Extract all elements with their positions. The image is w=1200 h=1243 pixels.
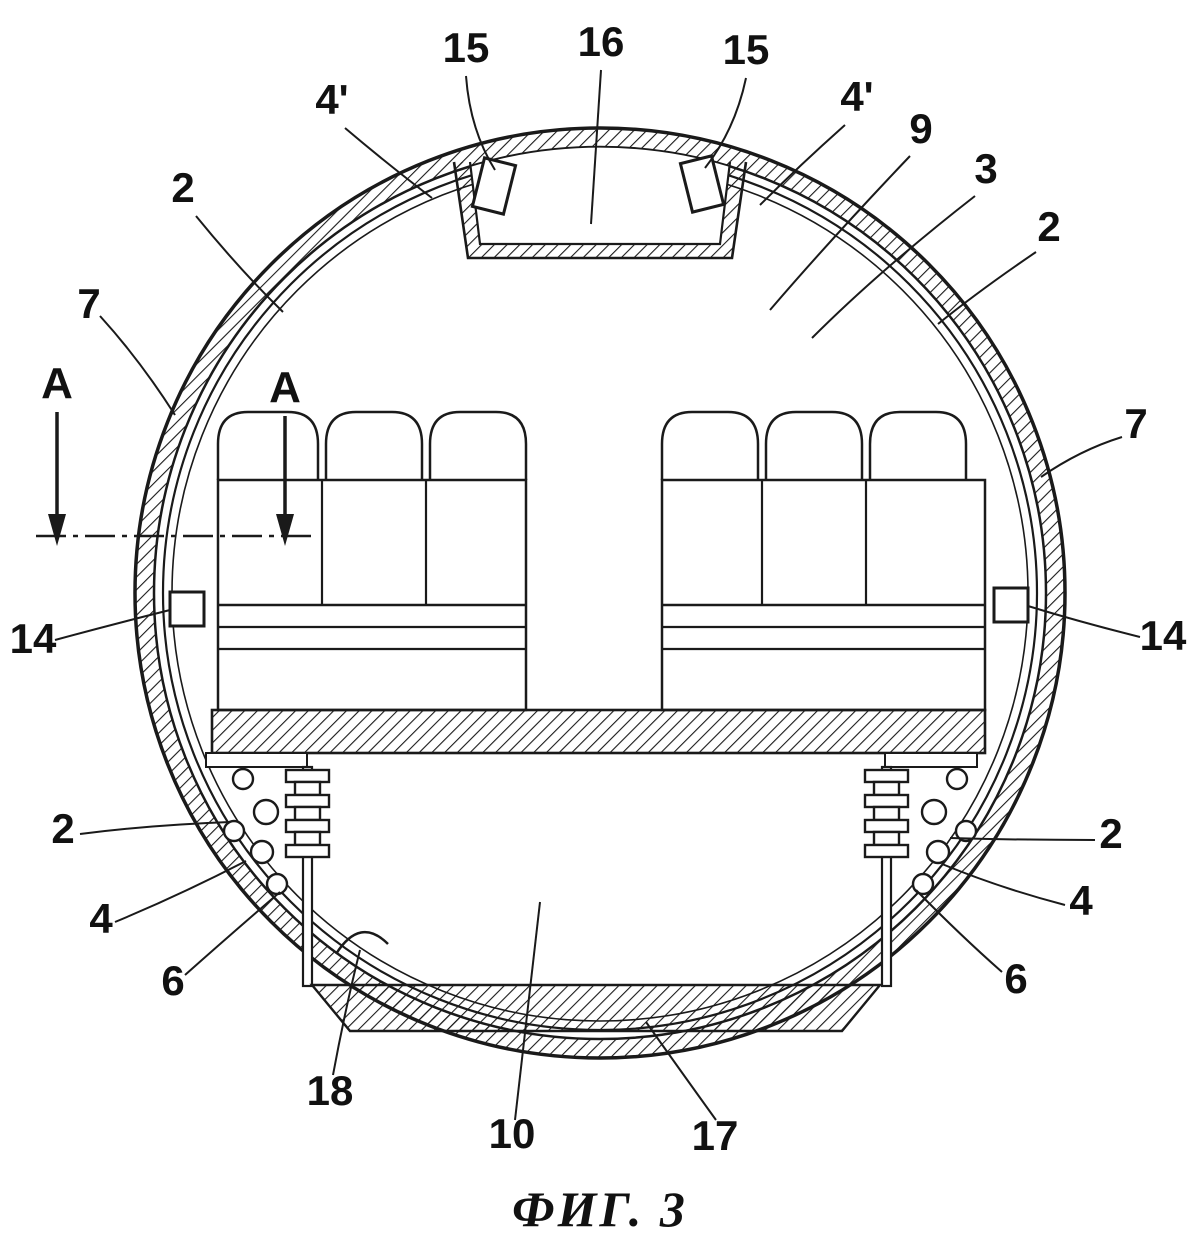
ref-label-15-right: 15: [723, 26, 770, 73]
section-arrow-right: [276, 514, 294, 546]
seat-block-right: [660, 478, 987, 712]
side-fitting-right: [992, 586, 1030, 624]
leader-lines: [54, 69, 1141, 1121]
recess-wall-hatch: [454, 162, 746, 258]
top-recess: [452, 147, 748, 260]
seat-headrest: [324, 410, 424, 480]
ref-label-7-left: 7: [77, 280, 100, 327]
cargo-bay: [301, 765, 893, 1033]
ref-label-14-left: 14: [10, 615, 57, 662]
ref-label-4p-left: 4': [315, 76, 348, 123]
cargo-floor: [309, 983, 883, 1033]
seat-block-left: [216, 478, 528, 712]
recess-opening: [470, 147, 730, 244]
ref-label-17: 17: [692, 1112, 739, 1159]
side-fitting-left: [168, 590, 206, 628]
ref-label-2-top-right: 2: [1037, 203, 1060, 250]
seat-headrest: [660, 410, 760, 480]
seat-headrest: [868, 410, 968, 480]
ref-label-6-left: 6: [161, 957, 184, 1004]
ref-label-2-bottom-left: 2: [51, 805, 74, 852]
ref-label-15-left: 15: [443, 24, 490, 71]
ref-label-4-bottom-left: 4: [89, 895, 113, 942]
cable-bundle-right: [911, 767, 978, 896]
reference-labels: 15 16 15 4' 4' 9 3 2 2 7 7 A A 14 14 2 2…: [10, 18, 1187, 1159]
section-line-a: [36, 412, 312, 546]
floor-ledge-left: [205, 752, 308, 768]
isolator-stack-right: [863, 768, 910, 859]
cargo-wall-right: [880, 765, 893, 988]
ref-label-16: 16: [578, 18, 625, 65]
figure-caption: ФИГ. 3: [512, 1181, 688, 1237]
section-label-a-right: A: [269, 363, 301, 412]
ref-label-7-right: 7: [1124, 400, 1147, 447]
ref-label-2-top-left: 2: [171, 164, 194, 211]
cargo-wall-left: [301, 765, 314, 988]
floor-ledge-right: [884, 752, 978, 768]
ref-label-2-bottom-right: 2: [1099, 810, 1122, 857]
ref-label-18: 18: [307, 1067, 354, 1114]
ref-label-4p-right: 4': [840, 73, 873, 120]
ref-label-14-right: 14: [1140, 612, 1187, 659]
cabin-floor: [205, 708, 987, 768]
mounting-bracket-right: [678, 154, 726, 214]
ref-label-4-bottom-right: 4: [1069, 877, 1093, 924]
mounting-bracket-left: [470, 156, 518, 216]
ref-label-10: 10: [489, 1110, 536, 1157]
seat-headrest: [764, 410, 864, 480]
cable-bundle-left: [222, 767, 289, 896]
ref-label-9: 9: [909, 105, 932, 152]
seat-rows: [216, 410, 987, 712]
fuselage-shell: [133, 126, 1067, 1060]
seat-headrest: [216, 410, 320, 480]
ref-label-3: 3: [974, 145, 997, 192]
section-label-a-left: A: [41, 359, 73, 408]
section-arrow-left: [48, 514, 66, 546]
seat-headrest: [428, 410, 528, 480]
cable-loop: [334, 930, 389, 955]
ref-label-6-right: 6: [1004, 955, 1027, 1002]
isolator-stack-left: [284, 768, 331, 859]
